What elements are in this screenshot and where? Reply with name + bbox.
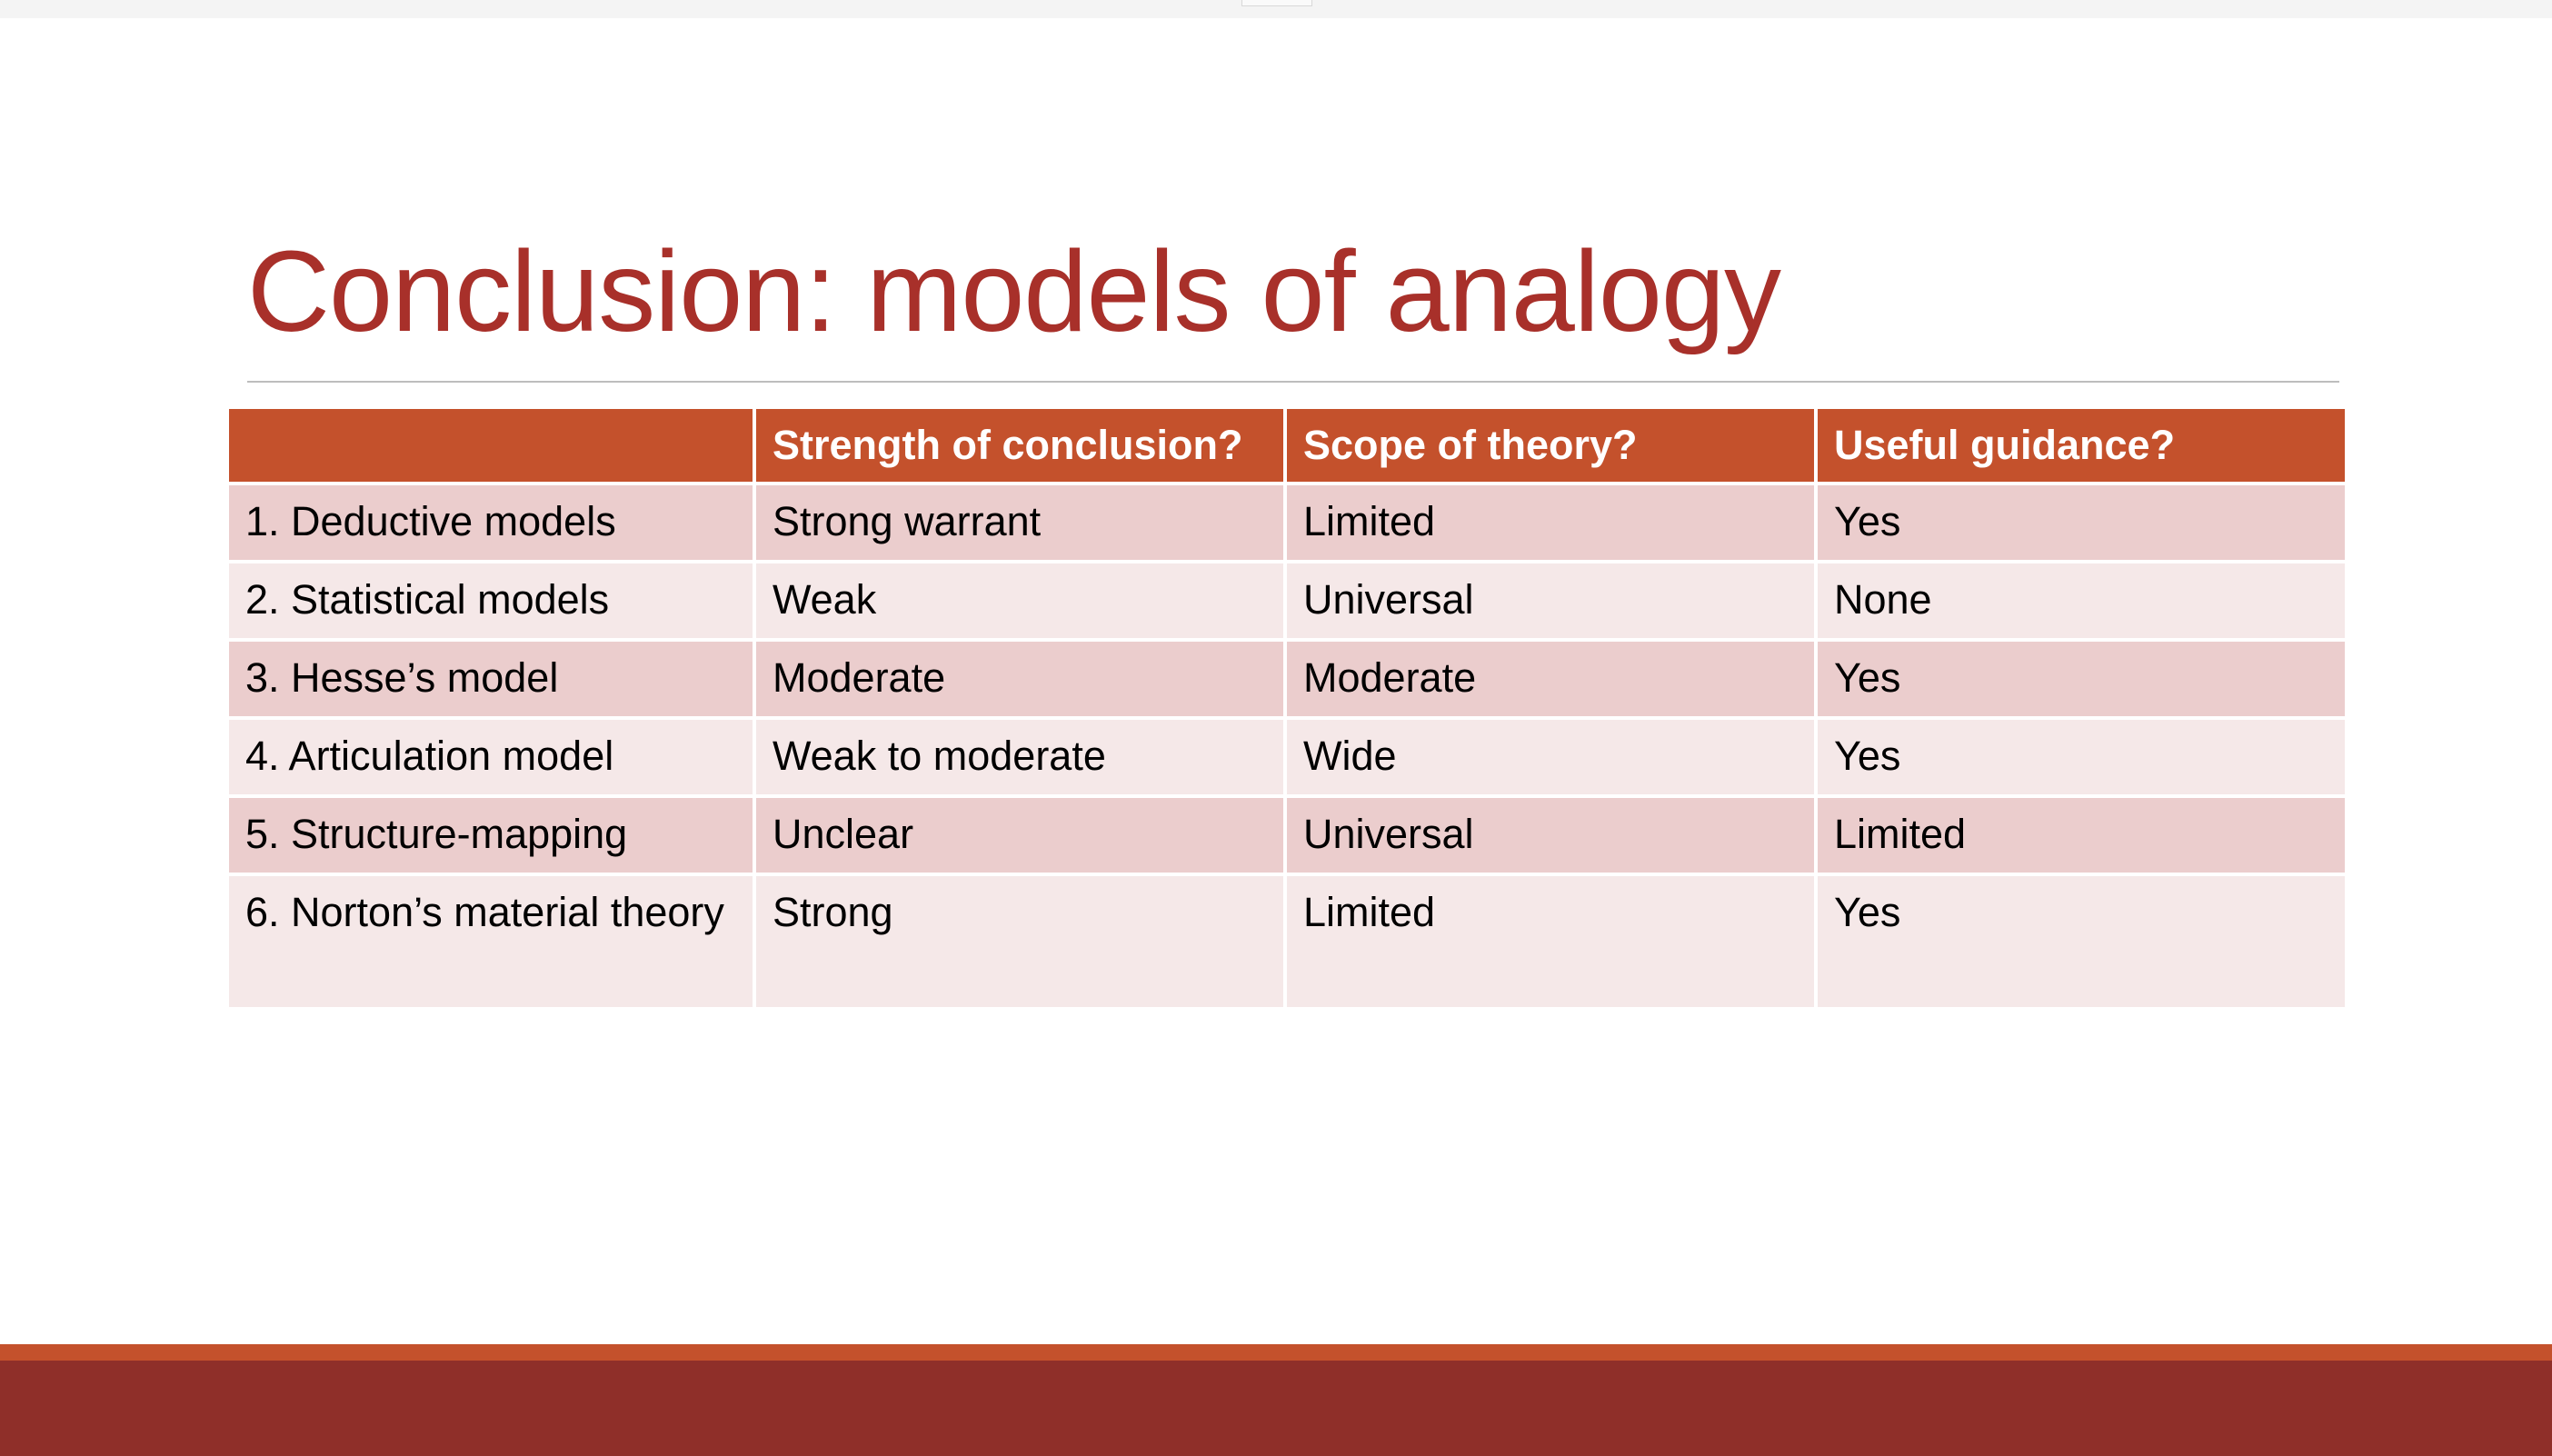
table-cell: 3. Hesse’s model [229,642,753,716]
table-cell: 5. Structure-mapping [229,798,753,873]
table-cell: Yes [1818,642,2345,716]
footer-band [0,1361,2552,1456]
table-cell: Moderate [756,642,1283,716]
slide-title: Conclusion: models of analogy [247,227,1781,355]
table-cell: 4. Articulation model [229,720,753,794]
table-cell: 1. Deductive models [229,485,753,560]
top-handle[interactable] [1241,0,1312,6]
table-cell: Limited [1287,485,1814,560]
footer-accent-band [0,1344,2552,1361]
table-cell: Weak to moderate [756,720,1283,794]
table-cell: Yes [1818,720,2345,794]
table-cell: Limited [1287,876,1814,1007]
table-cell: 6. Norton’s material theory [229,876,753,1007]
table-header-cell: Strength of conclusion? [756,409,1283,482]
table-header-cell: Scope of theory? [1287,409,1814,482]
table-cell: Strong [756,876,1283,1007]
table-row: 2. Statistical models Weak Universal Non… [229,563,2345,638]
table-cell: Universal [1287,798,1814,873]
table-row: 5. Structure-mapping Unclear Universal L… [229,798,2345,873]
table-cell: Yes [1818,876,2345,1007]
table-cell: Moderate [1287,642,1814,716]
table-row: 6. Norton’s material theory Strong Limit… [229,876,2345,1007]
table-row: 1. Deductive models Strong warrant Limit… [229,485,2345,560]
table-header-cell: Useful guidance? [1818,409,2345,482]
comparison-table: Strength of conclusion? Scope of theory?… [225,405,2348,1011]
table-row: 3. Hesse’s model Moderate Moderate Yes [229,642,2345,716]
table-cell: Strong warrant [756,485,1283,560]
table-cell: Limited [1818,798,2345,873]
table-cell: Universal [1287,563,1814,638]
table-cell: None [1818,563,2345,638]
table-cell: Weak [756,563,1283,638]
table-header-cell [229,409,753,482]
table-row: 4. Articulation model Weak to moderate W… [229,720,2345,794]
window-top-strip [0,0,2552,18]
table-cell: Unclear [756,798,1283,873]
table-cell: 2. Statistical models [229,563,753,638]
table-cell: Yes [1818,485,2345,560]
table-header-row: Strength of conclusion? Scope of theory?… [229,409,2345,482]
table-cell: Wide [1287,720,1814,794]
title-divider [247,381,2339,383]
